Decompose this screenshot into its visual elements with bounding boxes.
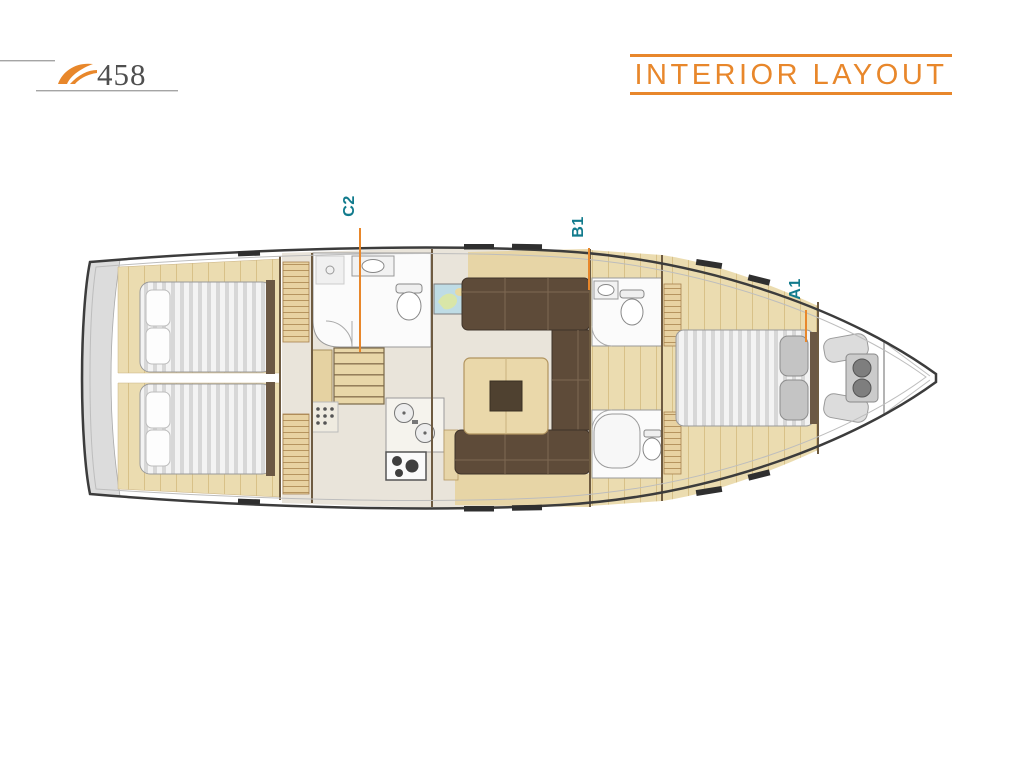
windlass-drum bbox=[852, 358, 872, 378]
hull-window bbox=[511, 504, 543, 511]
cabin-label-b1-group: B1 bbox=[570, 216, 590, 290]
head-compartment-b1-bottom bbox=[591, 409, 682, 479]
brand-under-rule bbox=[36, 90, 178, 92]
toilet-tank bbox=[643, 429, 662, 438]
brand-left-rule bbox=[0, 60, 55, 62]
burner bbox=[395, 469, 403, 477]
nav-desk bbox=[311, 349, 333, 403]
toilet-bowl bbox=[642, 437, 662, 461]
aft-cabin-bottom bbox=[139, 382, 310, 495]
boat-plan bbox=[80, 243, 938, 512]
windlass-drum bbox=[852, 378, 872, 398]
shower-tray bbox=[315, 255, 345, 285]
sink-drain bbox=[423, 431, 427, 435]
hull-window bbox=[695, 259, 723, 269]
instrument-dot bbox=[323, 414, 327, 418]
cabin-label-c2-group: C2 bbox=[341, 195, 361, 352]
burner bbox=[392, 456, 402, 466]
hull-window bbox=[464, 506, 494, 512]
salon-shelf-top bbox=[468, 249, 590, 278]
shower-seat bbox=[593, 413, 641, 469]
instrument-dot bbox=[316, 421, 320, 425]
pillow bbox=[145, 327, 171, 365]
hull-window bbox=[464, 244, 494, 250]
hull-window bbox=[747, 274, 771, 286]
bow-frame-line bbox=[883, 341, 931, 377]
title-bottom-rule bbox=[630, 92, 952, 95]
galley-counter bbox=[385, 397, 445, 453]
hull-window bbox=[695, 486, 723, 496]
title-top-rule bbox=[630, 54, 952, 57]
nav-instrument-panel bbox=[311, 401, 339, 433]
forward-bed-headboard bbox=[810, 332, 817, 424]
hull-window bbox=[511, 243, 543, 250]
instrument-dot bbox=[323, 421, 327, 425]
hanse-swoosh-icon bbox=[58, 63, 97, 84]
sink-basin bbox=[597, 284, 615, 296]
salon-sofa-bottom bbox=[454, 429, 591, 475]
instrument-dot bbox=[316, 407, 320, 411]
pillow bbox=[779, 335, 809, 377]
louver-locker bbox=[282, 413, 310, 495]
cabin-label-a1: A1 bbox=[787, 278, 804, 299]
sink-basin bbox=[361, 259, 385, 273]
shower-drain bbox=[325, 265, 335, 275]
aft-bed-bottom-headboard bbox=[266, 382, 275, 476]
galley bbox=[385, 397, 459, 481]
hull-outline bbox=[80, 246, 938, 510]
cabin-label-b1: B1 bbox=[570, 216, 587, 237]
toilet-bowl bbox=[620, 298, 644, 326]
pillow bbox=[145, 429, 171, 467]
instrument-dot bbox=[330, 407, 334, 411]
sink-drain bbox=[402, 411, 406, 415]
brand-model-number: 458 bbox=[97, 57, 147, 92]
cabin-label-c2: C2 bbox=[341, 195, 358, 216]
cabin-label-a1-group: A1 bbox=[787, 278, 807, 342]
louver-locker bbox=[663, 283, 682, 347]
hull-window bbox=[237, 498, 261, 505]
salon-sofa-top bbox=[461, 277, 591, 331]
forward-cabin bbox=[675, 329, 817, 427]
louver-locker bbox=[663, 411, 682, 475]
burner bbox=[405, 459, 419, 473]
pillow bbox=[779, 379, 809, 421]
instrument-dot bbox=[316, 414, 320, 418]
aft-bed-top-headboard bbox=[266, 280, 275, 374]
salon-shelf-bottom bbox=[455, 474, 590, 507]
hull-windows bbox=[237, 243, 771, 512]
head-compartment-b1-top bbox=[591, 277, 682, 347]
door-swing-arc bbox=[591, 325, 613, 347]
bow-area bbox=[823, 333, 931, 423]
pillow bbox=[145, 289, 171, 327]
hull-window bbox=[747, 469, 771, 481]
page-title-block: INTERIOR LAYOUT bbox=[630, 54, 952, 95]
pillow bbox=[145, 391, 171, 429]
galley-faucet bbox=[412, 420, 418, 424]
bow-frame-line bbox=[883, 379, 931, 415]
door-swing-arc bbox=[591, 409, 613, 431]
table-center-insert bbox=[489, 380, 523, 412]
page-title: INTERIOR LAYOUT bbox=[635, 59, 948, 91]
bulkheads bbox=[279, 249, 819, 507]
aft-cabin-top bbox=[139, 261, 310, 374]
chart-map-land bbox=[438, 293, 458, 310]
toilet-tank bbox=[619, 289, 645, 299]
head-compartment-c2 bbox=[312, 252, 432, 348]
instrument-dot bbox=[330, 414, 334, 418]
brand-block: 458 bbox=[0, 57, 178, 92]
instrument-dot bbox=[323, 407, 327, 411]
hull-inner-line bbox=[89, 253, 927, 501]
salon bbox=[433, 277, 591, 475]
hull-window bbox=[237, 250, 261, 257]
louver-locker bbox=[282, 261, 310, 343]
toilet-bowl bbox=[396, 291, 422, 321]
companionway-stairs bbox=[333, 347, 385, 405]
